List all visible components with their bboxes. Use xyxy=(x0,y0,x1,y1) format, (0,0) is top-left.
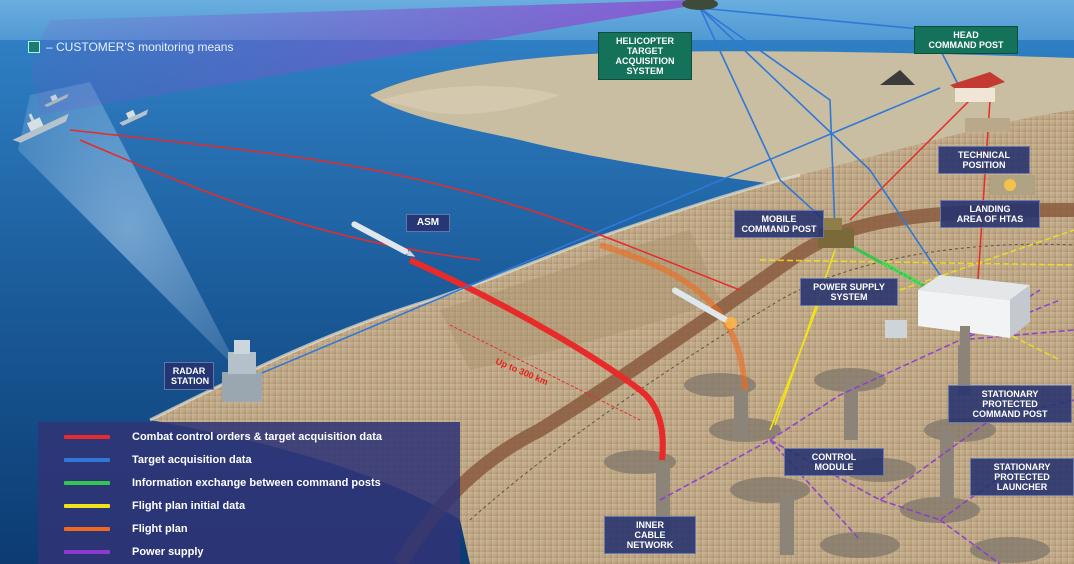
legend-label-target: Target acquisition data xyxy=(132,454,252,466)
road xyxy=(394,203,1074,564)
legend-swatch-info xyxy=(64,481,110,485)
legend-swatch-flight-initial xyxy=(64,504,110,508)
legend-swatch-power xyxy=(64,550,110,554)
legend-item-target: Target acquisition data xyxy=(38,450,460,470)
legend-label-combat: Combat control orders & target acquisiti… xyxy=(132,431,382,443)
legend-label-info: Information exchange between command pos… xyxy=(132,477,381,489)
radar-station-building xyxy=(222,340,262,402)
ship-large xyxy=(12,113,69,143)
radar-beam xyxy=(18,82,240,372)
ship-small xyxy=(119,109,149,126)
legend-label-flight: Flight plan xyxy=(132,523,188,535)
legend-item-combat: Combat control orders & target acquisiti… xyxy=(38,427,460,447)
customer-monitoring-note: – CUSTOMER'S monitoring means xyxy=(28,40,233,54)
ship-distant xyxy=(44,93,69,107)
customer-square-icon xyxy=(28,41,40,53)
label-helicopter: HELICOPTER TARGET ACQUISITION SYSTEM xyxy=(598,32,692,80)
mobile-command-vehicle xyxy=(818,218,854,248)
legend-item-flight-initial: Flight plan initial data xyxy=(38,496,460,516)
label-radar: RADAR STATION xyxy=(164,362,214,390)
combat-control-lines xyxy=(69,99,991,461)
label-mobile: MOBILE COMMAND POST xyxy=(734,210,824,238)
missile-asm xyxy=(351,221,416,257)
customer-note-text: – CUSTOMER'S monitoring means xyxy=(46,40,234,54)
label-technical: TECHNICAL POSITION xyxy=(938,146,1030,174)
legend-swatch-flight xyxy=(64,527,110,531)
legend-swatch-target xyxy=(64,458,110,462)
flight-plan-trail xyxy=(599,242,748,391)
label-control-module: CONTROL MODULE xyxy=(784,448,884,476)
helicopter-beam xyxy=(30,0,690,115)
label-launcher: STATIONARY PROTECTED LAUNCHER xyxy=(970,458,1074,496)
legend-label-flight-initial: Flight plan initial data xyxy=(132,500,246,512)
head-command-building xyxy=(880,70,1035,195)
legend-label-power: Power supply xyxy=(132,546,204,558)
label-asm: ASM xyxy=(406,214,450,232)
label-power-supply: POWER SUPPLY SYSTEM xyxy=(800,278,898,306)
missile-launch xyxy=(671,287,738,329)
legend-item-flight: Flight plan xyxy=(38,519,460,539)
label-head-command: HEAD COMMAND POST xyxy=(914,26,1018,54)
legend: Combat control orders & target acquisiti… xyxy=(38,422,460,564)
legend-swatch-combat xyxy=(64,435,110,439)
helicopter xyxy=(682,0,718,10)
label-landing: LANDING AREA OF HTAS xyxy=(940,200,1040,228)
stationary-command-building xyxy=(918,275,1030,366)
legend-item-info: Information exchange between command pos… xyxy=(38,473,460,493)
label-inner-cable: INNER CABLE NETWORK xyxy=(604,516,696,554)
legend-item-power: Power supply xyxy=(38,542,460,562)
label-stationary-command: STATIONARY PROTECTED COMMAND POST xyxy=(948,385,1072,423)
